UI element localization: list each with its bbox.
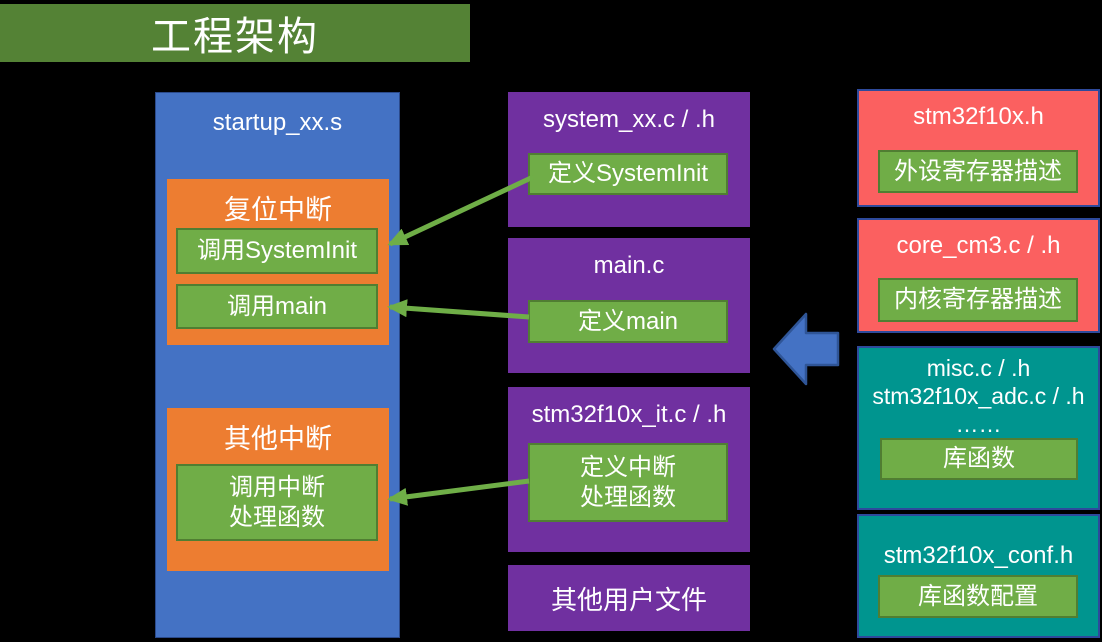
define-main-box: 定义main <box>528 300 728 343</box>
reset-interrupt-title: 复位中断 <box>224 194 332 225</box>
core-register-desc-box: 内核寄存器描述 <box>878 278 1078 322</box>
stm32f10x-h-box: stm32f10x.h 外设寄存器描述 <box>857 89 1100 207</box>
it-file-title: stm32f10x_it.c / .h <box>531 401 727 428</box>
it-file-box: stm32f10x_it.c / .h 定义中断 处理函数 <box>508 387 750 552</box>
startup-file-title: startup_xx.s <box>212 109 343 136</box>
other-interrupt-section: 其他中断 调用中断 处理函数 <box>167 408 389 571</box>
other-user-files-box: 其他用户文件 <box>508 565 750 631</box>
call-main-box: 调用main <box>176 284 378 329</box>
library-functions-box: 库函数 <box>880 438 1078 480</box>
peripheral-register-desc-box: 外设寄存器描述 <box>878 150 1078 193</box>
diagram-title: 工程架构 <box>151 15 319 59</box>
main-file-box: main.c 定义main <box>508 238 750 373</box>
system-file-title: system_xx.c / .h <box>542 106 716 133</box>
other-interrupt-title: 其他中断 <box>224 423 332 454</box>
call-systeminit-box: 调用SystemInit <box>176 228 378 274</box>
define-systeminit-box: 定义SystemInit <box>528 153 728 195</box>
left-arrow-icon <box>772 312 840 386</box>
reset-interrupt-section: 复位中断 调用SystemInit 调用main <box>167 179 389 345</box>
library-source-box: misc.c / .h stm32f10x_adc.c / .h …… 库函数 <box>857 346 1100 510</box>
core-cm3-title: core_cm3.c / .h <box>896 232 1061 259</box>
core-cm3-box: core_cm3.c / .h 内核寄存器描述 <box>857 218 1100 333</box>
system-file-box: system_xx.c / .h 定义SystemInit <box>508 92 750 227</box>
conf-file-title: stm32f10x_conf.h <box>883 542 1074 569</box>
conf-file-box: stm32f10x_conf.h 库函数配置 <box>857 514 1100 638</box>
diagram-title-bar: 工程架构 <box>0 4 470 62</box>
call-interrupt-handler-box: 调用中断 处理函数 <box>176 464 378 541</box>
library-source-title: misc.c / .h stm32f10x_adc.c / .h …… <box>872 355 1085 437</box>
library-config-box: 库函数配置 <box>878 575 1078 618</box>
main-file-title: main.c <box>593 252 665 279</box>
startup-file-box: startup_xx.s 复位中断 调用SystemInit 调用main 其他… <box>155 92 400 638</box>
define-interrupt-handler-box: 定义中断 处理函数 <box>528 443 728 522</box>
other-user-files-title: 其他用户文件 <box>550 584 707 615</box>
stm32f10x-h-title: stm32f10x.h <box>913 103 1044 130</box>
